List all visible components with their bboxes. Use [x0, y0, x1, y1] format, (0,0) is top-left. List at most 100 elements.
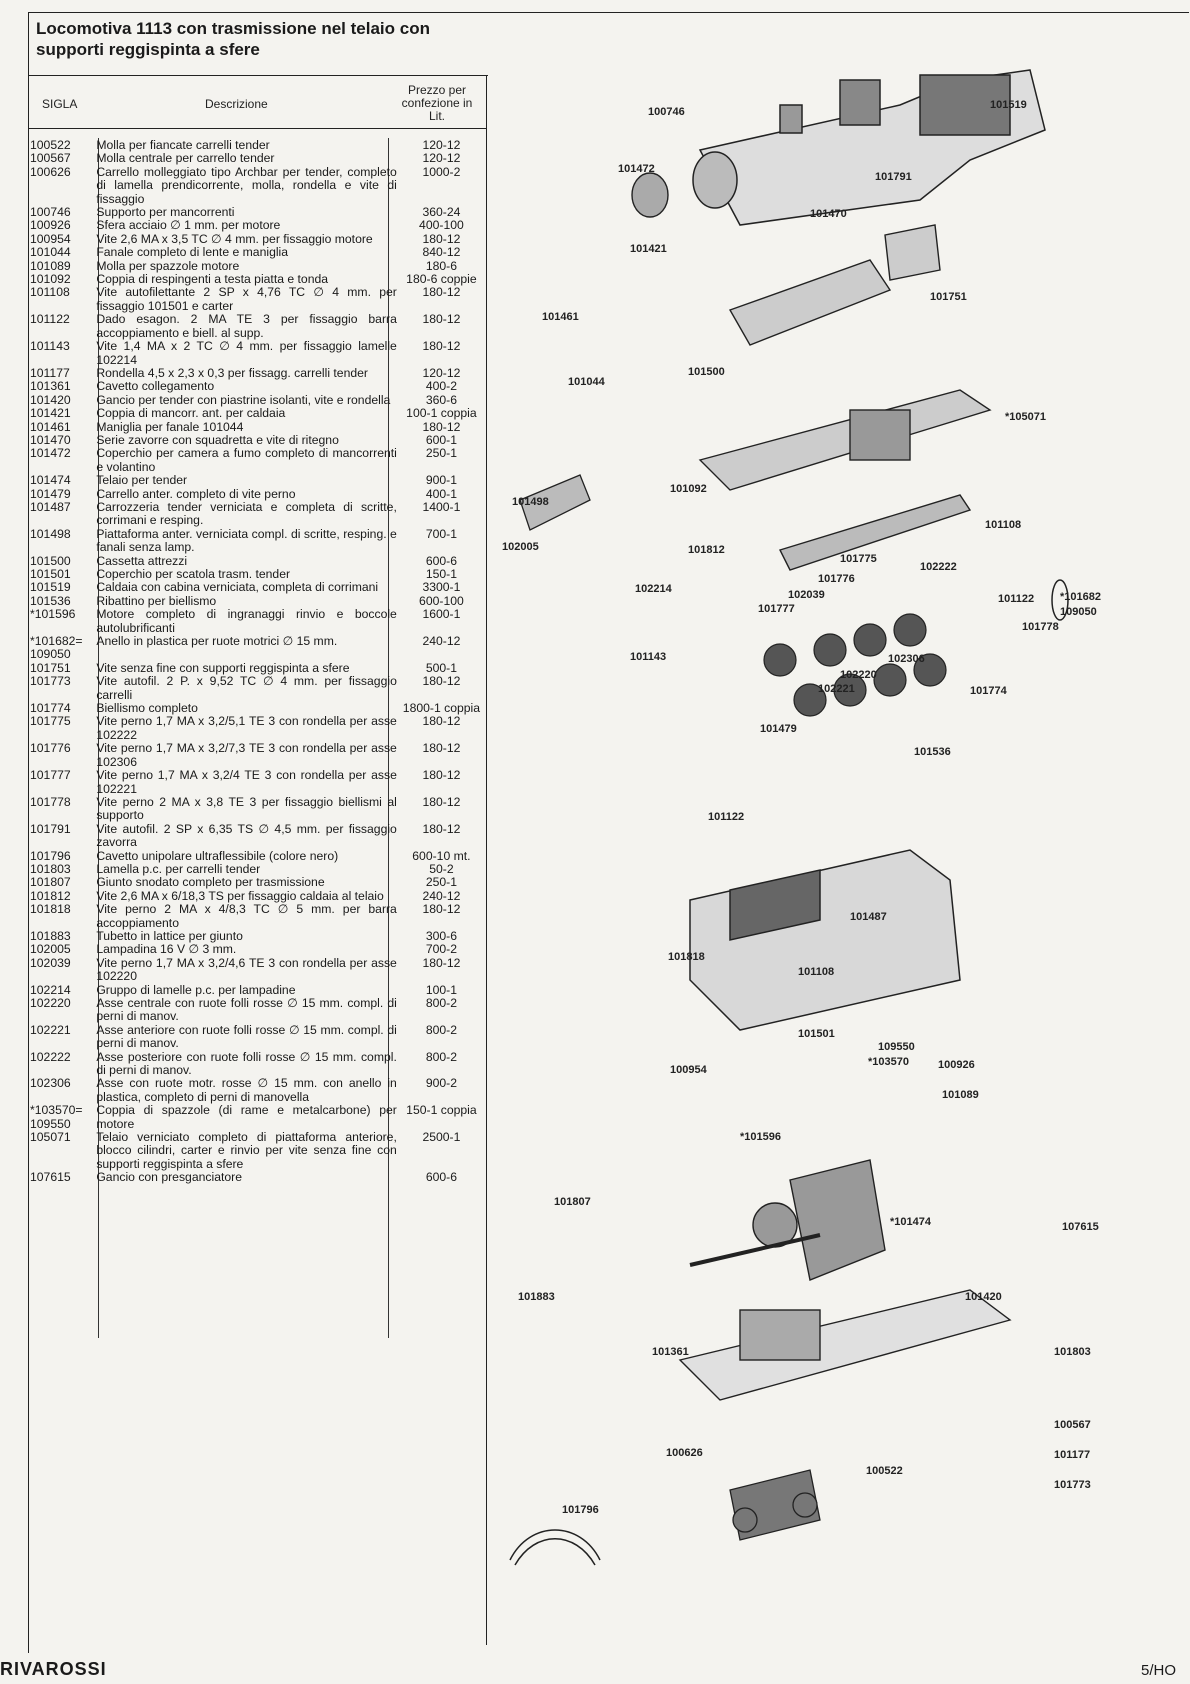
part-price: 1000-2: [422, 164, 461, 179]
diagram-label: 100522: [866, 1465, 903, 1477]
part-code: 101108: [30, 285, 70, 300]
diagram-label: 102005: [502, 541, 539, 553]
part-code: 101536: [30, 593, 71, 608]
ballast-drawing: [728, 224, 941, 346]
part-price: 50-2: [429, 861, 454, 876]
table-row: 101536 Ribattino per biellismo 600-100: [30, 593, 486, 608]
part-description: Asse centrale con ruote folli rosse ∅ 15…: [96, 996, 397, 1024]
boiler-drawing: [692, 69, 1046, 226]
diagram-label: 101044: [568, 376, 606, 388]
part-description: Ribattino per biellismo: [96, 593, 217, 608]
wheelsets-drawing: [763, 613, 947, 717]
part-description: Giunto snodato completo per trasmissione: [96, 875, 325, 890]
part-description: Supporto per mancorrenti: [96, 205, 235, 220]
part-price: 100-1: [425, 982, 457, 997]
part-code: *103570= 109550: [30, 1103, 83, 1131]
part-code: 101777: [30, 768, 71, 783]
part-description: Motore completo di ingranaggi rinvio e b…: [96, 607, 397, 635]
part-description: Vite 1,4 MA x 2 TC ∅ 4 mm. per fissaggio…: [96, 339, 397, 367]
diagram-label: 101807: [554, 1196, 591, 1208]
part-description: Fanale completo di lente e maniglia: [96, 245, 289, 260]
part-price: 180-12: [422, 741, 461, 756]
part-description: Carrello anter. completo di vite perno: [96, 486, 296, 501]
header-prezzo: Prezzo per confezione in Lit.: [401, 83, 473, 123]
diagram-label: 101421: [630, 243, 667, 255]
part-price: 250-1: [425, 446, 457, 461]
part-price: 700-2: [425, 942, 457, 957]
tender-body-drawing: [689, 849, 961, 1031]
part-code: 107615: [30, 1170, 71, 1185]
part-price: 2500-1: [422, 1130, 461, 1145]
diagram-label: 101108: [985, 519, 1021, 531]
diagram-label: *101474: [890, 1216, 932, 1228]
part-code: 100746: [30, 205, 71, 220]
part-description: Vite autofil. 2 P. x 9,52 TC ∅ 4 mm. per…: [96, 674, 397, 702]
parts-table-body: 100522 Molla per fiancate carrelli tender…: [30, 138, 486, 1185]
part-price: 180-12: [422, 902, 461, 917]
part-code: 101487: [30, 499, 71, 514]
parts-table: 100522 Molla per fiancate carrelli tender…: [30, 138, 486, 1185]
part-description: Gruppo di lamelle p.c. per lampadine: [96, 982, 296, 997]
diagram-label: 101461: [542, 311, 579, 323]
part-description: Asse anteriore con ruote folli rosse ∅ 1…: [96, 1022, 397, 1051]
part-price: 180-12: [422, 955, 461, 970]
part-price: 180-12: [422, 339, 461, 354]
brand-logo: RIVAROSSI: [0, 1659, 107, 1679]
part-description: Vite perno 1,7 MA x 3,2/4,6 TE 3 con ron…: [96, 955, 397, 984]
diagram-label: 100926: [938, 1059, 975, 1071]
part-description: Caldaia con cabina verniciata, completa …: [96, 580, 379, 595]
part-price: 240-12: [422, 634, 461, 649]
part-code: 100522: [30, 138, 71, 152]
diagram-label: 107615: [1062, 1221, 1099, 1233]
part-description: Molla per fiancate carrelli tender: [96, 138, 270, 152]
part-description: Molla centrale per carrello tender: [96, 151, 275, 166]
part-code: 101498: [30, 526, 71, 541]
part-description: Sfera acciaio ∅ 1 mm. per motore: [96, 218, 281, 233]
header-descrizione: Descrizione: [205, 97, 268, 111]
part-price: 150-1 coppia: [406, 1103, 477, 1118]
part-code: 101803: [30, 861, 71, 876]
diagram-label: 101777: [758, 603, 795, 615]
column-divider: [388, 138, 389, 1338]
part-description: Lamella p.c. per carrelli tender: [96, 861, 261, 876]
part-description: Coppia di spazzole (di rame e metalcarbo…: [96, 1103, 397, 1131]
part-description: Vite autofilettante 2 SP x 4,76 TC ∅ 4 m…: [96, 285, 397, 313]
part-code: 101420: [30, 392, 71, 407]
diagram-label: 101818: [668, 951, 705, 963]
part-code: 101812: [30, 888, 71, 903]
part-code: 101751: [30, 660, 71, 675]
part-price: 3300-1: [422, 580, 461, 595]
diagram-label: 100567: [1054, 1419, 1091, 1431]
part-price: 900-2: [425, 1076, 457, 1091]
part-code: 101807: [30, 875, 71, 890]
diagram-label: 102039: [788, 589, 825, 601]
diagram-label: 101812: [688, 544, 725, 556]
diagram-label: 100626: [666, 1447, 703, 1459]
part-price: 180-6: [425, 258, 457, 273]
page-number: 5/HO: [1140, 1662, 1176, 1679]
part-price: 800-2: [425, 1049, 457, 1064]
part-price: 600-100: [419, 593, 464, 608]
part-price: 240-12: [422, 888, 461, 903]
part-description: Telaio verniciato completo di piattaform…: [96, 1130, 397, 1171]
diagram-label: 101089: [942, 1089, 979, 1101]
page-frame: [28, 12, 1189, 1653]
part-description: Coperchio per scatola trasm. tender: [96, 567, 291, 581]
